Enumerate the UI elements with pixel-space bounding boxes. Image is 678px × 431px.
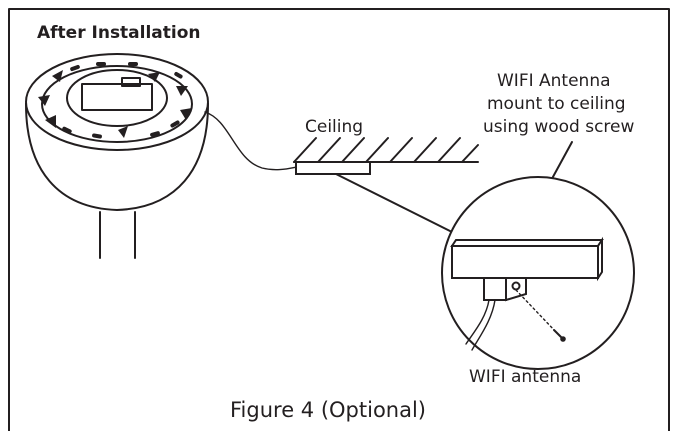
svg-text:WIFI Antenna: WIFI Antenna <box>497 71 611 91</box>
magnifier-leader <box>335 173 453 233</box>
antenna-label: WIFI antenna <box>469 367 581 387</box>
ceiling-hatch <box>293 137 479 163</box>
ceiling-antenna <box>295 161 371 175</box>
antenna-cable <box>204 111 303 171</box>
figure-frame <box>8 8 670 431</box>
antenna-note: WIFI Antenna mount to ceiling using wood… <box>483 71 635 137</box>
svg-text:using wood screw: using wood screw <box>483 117 635 137</box>
figure-caption: Figure 4 (Optional) <box>230 398 426 422</box>
ceiling-label: Ceiling <box>305 117 363 137</box>
magnified-detail <box>441 176 635 370</box>
canopy <box>24 53 210 259</box>
svg-text:mount to ceiling: mount to ceiling <box>487 94 626 114</box>
section-title: After Installation <box>37 23 201 43</box>
